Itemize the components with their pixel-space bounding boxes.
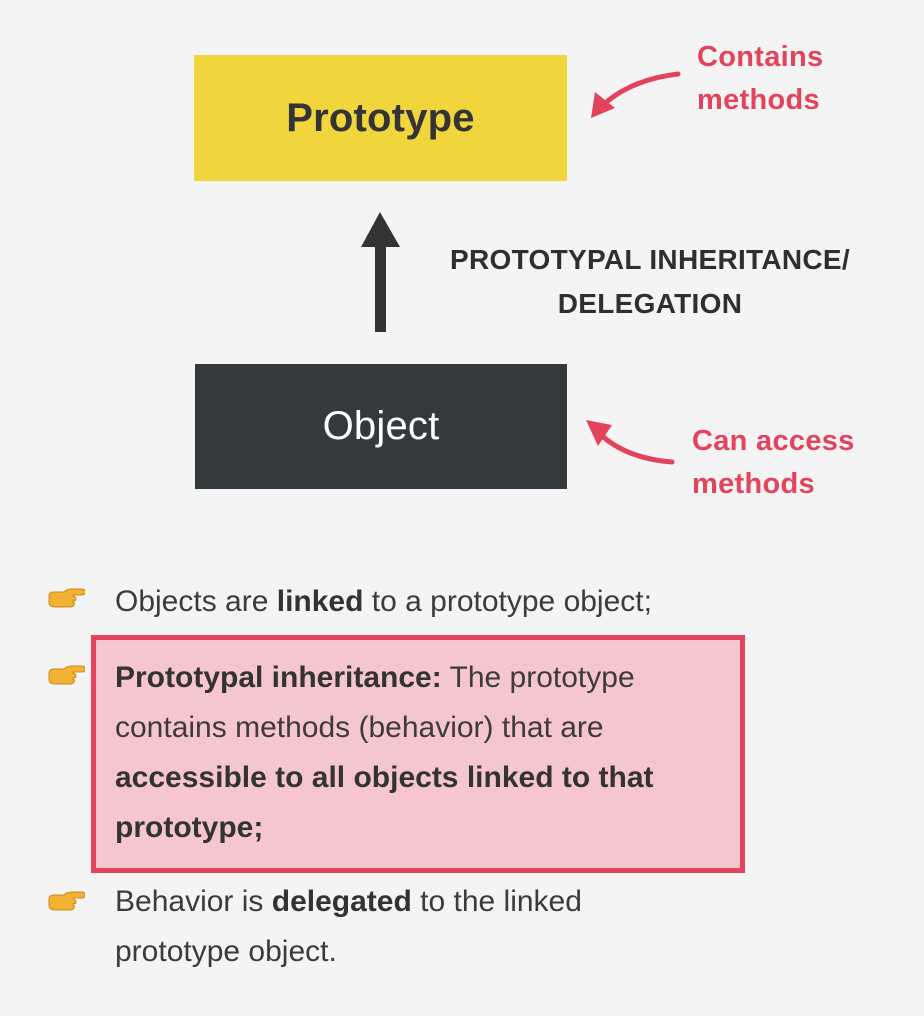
object-note-line2: methods — [692, 468, 815, 500]
prototype-note-line2: methods — [697, 84, 820, 116]
prototype-note: Contains methods — [697, 36, 823, 122]
object-note-line1: Can access — [692, 425, 855, 457]
prototype-label: Prototype — [286, 95, 475, 140]
bullet-text: The prototype contains methods (behavior… — [115, 661, 635, 744]
bullet-item-prototypal-inheritance: Prototypal inheritance: The prototype co… — [115, 653, 725, 853]
bullet-text: Behavior is — [115, 885, 272, 918]
object-note-arrow-head — [586, 420, 612, 446]
pointing-hand-icon — [48, 891, 85, 911]
highlight-box — [91, 635, 745, 873]
object-label: Object — [322, 404, 440, 448]
bullet-item-delegated: Behavior is delegated to the linked prot… — [115, 877, 715, 977]
bullet-text: to the linked prototype object. — [115, 885, 582, 968]
prototype-box: Prototype — [194, 55, 567, 181]
bullet-bold: linked — [276, 585, 364, 618]
bullet-text: Objects are — [115, 585, 277, 618]
inheritance-arrow-shaft — [375, 244, 386, 332]
bullet-text: to a prototype object; — [363, 585, 652, 618]
relation-label-line2: DELEGATION — [557, 288, 743, 319]
prototype-note-arrow-head — [591, 92, 615, 118]
prototype-note-arrow — [597, 71, 681, 111]
bullet-item-linked: Objects are linked to a prototype object… — [115, 577, 815, 627]
prototype-note-line1: Contains — [697, 41, 824, 73]
pointing-hand-icon — [48, 665, 85, 685]
relation-label-line1: PROTOTYPAL INHERITANCE/ — [450, 244, 850, 275]
object-note-arrow — [593, 427, 675, 465]
inheritance-arrow-head — [361, 212, 400, 247]
bullet-bold: delegated — [271, 885, 412, 918]
object-note: Can access methods — [692, 420, 855, 506]
bullet-bold: Prototypal inheritance: — [115, 661, 442, 694]
pointing-hand-icon — [48, 588, 85, 608]
bullet-bold: accessible to all objects linked to that… — [115, 761, 654, 844]
object-box: Object — [195, 364, 567, 489]
relation-label: PROTOTYPAL INHERITANCE/ DELEGATION — [420, 238, 880, 326]
